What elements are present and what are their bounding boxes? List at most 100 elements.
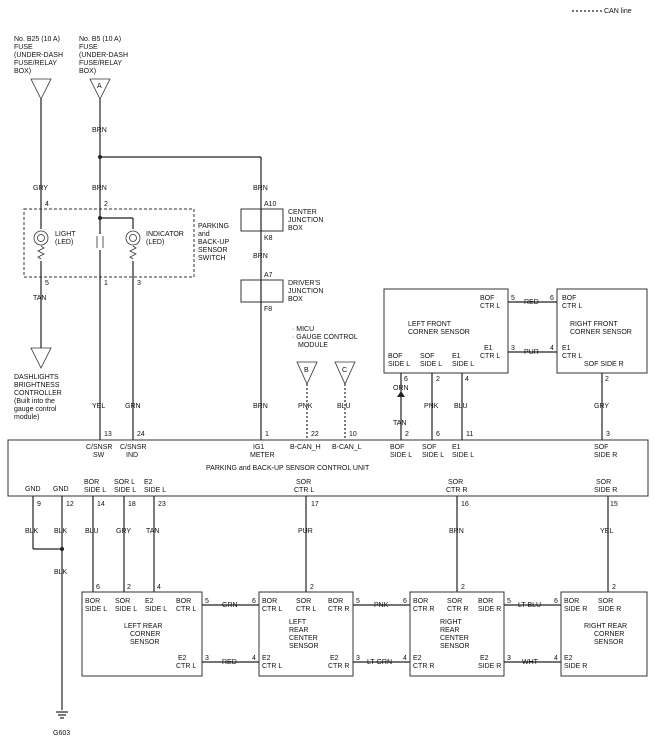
- label-control-unit-bottom-pins-p16: 16: [461, 501, 469, 508]
- label-control-unit-top-pins-p6: 6: [436, 431, 440, 438]
- right-rear-corner-sensor: 2 BOR SIDE R SOR SIDE R RIGHT REAR CORNE…: [554, 584, 648, 677]
- label-rrc-sensor-pins-p2: 2: [461, 584, 465, 591]
- wire-segment: [37, 234, 45, 242]
- label-control-unit-bottom-labels-bor-side-l-1: SIDE L: [84, 487, 106, 494]
- wire-segment: [129, 245, 137, 260]
- label-lr-sensor-name-0: LEFT REAR: [124, 623, 162, 630]
- label-lr-sensor-pins-p5: 5: [205, 598, 209, 605]
- dashlights-controller-label: DASHLIGHTS BRIGHTNESS CONTROLLER (Built …: [14, 374, 62, 421]
- label-rf-sensor-bof-ctr-l-1: CTR L: [562, 303, 582, 310]
- label-switch-pins-p4: 4: [45, 201, 49, 208]
- label-micu-conn-b: B: [304, 367, 309, 374]
- fuse-b5-connector-letter: A: [97, 83, 102, 90]
- label-switch-pins-p2: 2: [104, 201, 108, 208]
- label-lrc-sensor-top-side-0: BOR: [328, 598, 343, 605]
- label-djb-bot-pin: F8: [264, 306, 272, 313]
- fuse-b5-connector: [89, 78, 111, 100]
- wire-segment: [383, 288, 509, 374]
- label-djb-name-0: DRIVER'S: [288, 280, 321, 287]
- label-lf-sensor-pins-p6: 6: [404, 376, 408, 383]
- label-rf-sensor-e1-ctr-l-0: E1: [562, 345, 571, 352]
- label-lrc-sensor-top-bor-0: BOR: [262, 598, 277, 605]
- label-lf-sensor-sof-side-l-0: SOF: [420, 353, 434, 360]
- wire-segment: [556, 288, 648, 374]
- micu-gauge-module: · MICU · GAUGE CONTROL MODULE B C: [292, 326, 358, 385]
- label-fuses-b5-l3: (UNDER-DASH: [79, 52, 128, 59]
- label-control-unit-top-labels-sof-side-l-1: SIDE L: [422, 452, 444, 459]
- label-switch-light-1: (LED): [55, 239, 73, 246]
- label-lrc-sensor-pins-p3: 3: [356, 655, 360, 662]
- label-switch-indicator-1: (LED): [146, 239, 164, 246]
- label-lf-sensor-sof-side-l-1: SIDE L: [420, 361, 442, 368]
- label-lr-sensor-top-ctr-0: BOR: [176, 598, 191, 605]
- label-control-unit-top-labels-csnsr-ind-0: C/SNSR: [120, 444, 146, 451]
- label-rr-sensor-name-0: RIGHT REAR: [584, 623, 627, 630]
- label-rr-sensor-name-1: CORNER: [594, 631, 624, 638]
- label-rrc-sensor-e2-ctr-r-0: E2: [413, 655, 422, 662]
- label-lf-sensor-bof-side-l-0: BOF: [388, 353, 402, 360]
- label-control-unit-top-labels-e1-side-l-1: SIDE L: [452, 452, 474, 459]
- label-lrc-sensor-pins-p5: 5: [356, 598, 360, 605]
- label-cjb-bot-pin: K8: [264, 235, 273, 242]
- label-micu-conn-c: C: [342, 367, 347, 374]
- label-djb-name-1: JUNCTION: [288, 288, 323, 295]
- label-lf-sensor-bof-ctr-l-1: CTR L: [480, 303, 500, 310]
- label-lrc-sensor-top-sor-1: CTR L: [296, 606, 316, 613]
- label-micu-l2: · GAUGE CONTROL: [292, 334, 358, 341]
- label-rr-sensor-pins-p6: 6: [554, 598, 558, 605]
- label-rr-sensor-name-2: SENSOR: [594, 639, 624, 646]
- label-control-unit-bottom-labels-e2-side-l-0: E2: [144, 479, 153, 486]
- label-lf-sensor-e1-ctr-l-1: CTR L: [480, 353, 500, 360]
- resistor-icon: [37, 245, 45, 260]
- label-rrc-sensor-top-sor-0: SOR: [447, 598, 462, 605]
- label-lf-sensor-pins-p3: 3: [511, 345, 515, 352]
- label-control-unit-top-labels-ig1-meter-1: METER: [250, 452, 275, 459]
- label-cjb-name-0: CENTER: [288, 209, 317, 216]
- wire-segment: [81, 591, 203, 677]
- label-switch-name-3: SENSOR: [198, 247, 228, 254]
- label-rr-sensor-top-bor-0: BOR: [564, 598, 579, 605]
- label-rrc-sensor-top-side-1: SIDE R: [478, 606, 501, 613]
- label-lr-sensor-name-1: CORNER: [130, 631, 160, 638]
- label-lf-sensor-e1-side-l-0: E1: [452, 353, 461, 360]
- label-control-unit-top-pins-p11: 11: [466, 431, 473, 438]
- label-control-unit-top-pins-p1: 1: [265, 431, 269, 438]
- label-control-unit-top-pins-p10: 10: [349, 431, 357, 438]
- label-rrc-sensor-name-3: SENSOR: [440, 643, 470, 650]
- label-rf-sensor-name-1: CORNER SENSOR: [570, 329, 632, 336]
- label-dashlights-2: CONTROLLER: [14, 390, 62, 397]
- label-rrc-sensor-e2-side-r-1: SIDE R: [478, 663, 501, 670]
- label-switch-name-4: SWITCH: [198, 255, 226, 262]
- left-front-corner-sensor: LEFT FRONT CORNER SENSOR BOF CTR L E1 CT…: [383, 288, 515, 383]
- label-lr-sensor-top-sor-0: SOR: [115, 598, 130, 605]
- label-lrc-sensor-pins-p4: 4: [252, 655, 256, 662]
- wire-pnk-1: PNK: [424, 403, 439, 410]
- label-rr-sensor-e2-side-r-0: E2: [564, 655, 573, 662]
- label-switch-pins-p1: 1: [104, 280, 108, 287]
- label-lr-sensor-e2-ctr-l-0: E2: [178, 655, 187, 662]
- wire-segment: [60, 547, 64, 551]
- label-control-unit-bottom-labels-sor-side-r-0: SOR: [596, 479, 611, 486]
- wire-brn-6: BRN: [449, 528, 464, 535]
- label-dashlights-4: gauge control: [14, 406, 57, 413]
- label-rrc-sensor-top-bor-1: CTR R: [413, 606, 434, 613]
- label-rrc-sensor-e2-ctr-r-1: CTR R: [413, 663, 434, 670]
- label-control-unit-bottom-labels-sor-side-l-0: SOR L: [114, 479, 135, 486]
- label-control-unit-top-labels-bcan-l: B-CAN_L: [332, 444, 362, 451]
- label-cjb-name-2: BOX: [288, 225, 303, 232]
- label-lr-sensor-top-e2-1: SIDE L: [145, 606, 167, 613]
- label-lrc-sensor-pins-p6: 6: [252, 598, 256, 605]
- label-dashlights-5: module): [14, 414, 39, 421]
- wire-brn-5: BRN: [253, 403, 268, 410]
- label-switch-name-2: BACK-UP: [198, 239, 229, 246]
- label-control-unit-top-pins-p22: 22: [311, 431, 319, 438]
- label-control-unit-name: PARKING and BACK-UP SENSOR CONTROL UNIT: [206, 465, 370, 472]
- label-lrc-sensor-e2-ctr-r-1: CTR R: [328, 663, 349, 670]
- label-micu-l3: MODULE: [298, 342, 328, 349]
- label-control-unit-top-labels-sof-side-r-1: SIDE R: [594, 452, 617, 459]
- label-lr-sensor-pins-p6: 6: [96, 584, 100, 591]
- label-lf-sensor-name-0: LEFT FRONT: [408, 321, 452, 328]
- label-rrc-sensor-pins-p5: 5: [507, 598, 511, 605]
- center-junction-box: A10 K8 CENTER JUNCTION BOX: [240, 201, 323, 242]
